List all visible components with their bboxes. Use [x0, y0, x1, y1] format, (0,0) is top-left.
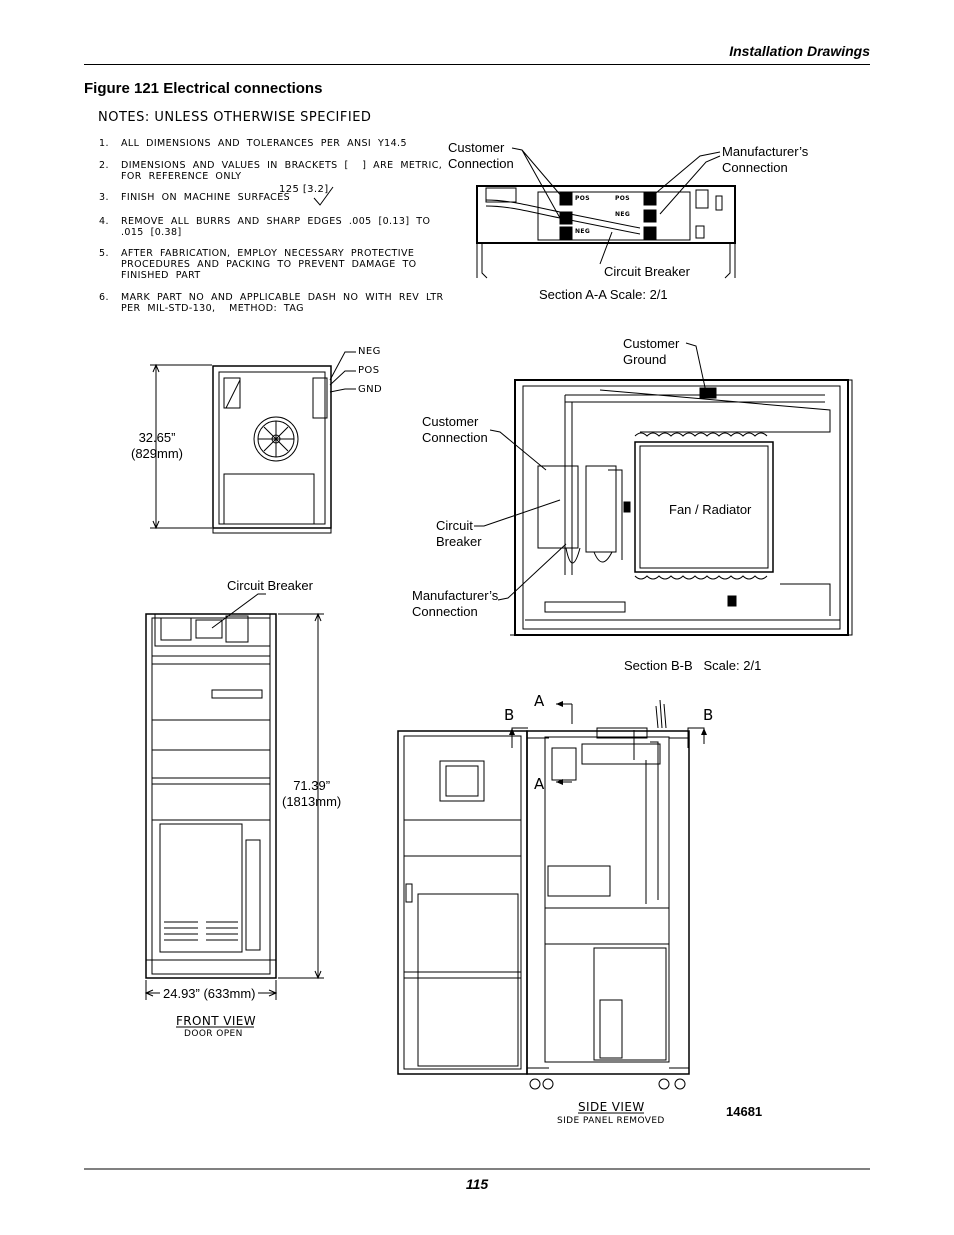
side-view-title: SIDE VIEW	[578, 1100, 645, 1114]
note-4: 4. REMOVE ALL BURRS AND SHARP EDGES .005…	[99, 216, 430, 240]
bb-manufacturer-connection-label: Manufacturer’s Connection	[412, 588, 499, 619]
front-view-subtitle: DOOR OPEN	[184, 1029, 243, 1039]
note-number: 5.	[99, 248, 109, 259]
section-bb-caption: Section B-B Scale: 2/1	[624, 658, 762, 673]
note-number: 1.	[99, 138, 109, 149]
side-view-drawing	[398, 700, 704, 1113]
note-number: 3.	[99, 192, 109, 203]
pos-terminal-label: POS	[358, 365, 380, 376]
section-aa-drawing	[477, 148, 735, 278]
gnd-terminal-label: GND	[358, 384, 383, 395]
note-text: ALL DIMENSIONS AND TOLERANCES PER ANSI Y…	[121, 138, 407, 149]
front-view-drawing	[146, 594, 324, 1027]
note-number: 4.	[99, 216, 109, 227]
top-view-height-dimension: 32.65” (829mm)	[131, 430, 184, 461]
aa-circuit-breaker-label: Circuit Breaker	[604, 264, 690, 279]
note-3: 3. FINISH ON MACHINE SURFACES 125 [3.2]	[99, 184, 419, 204]
fan-radiator-label: Fan / Radiator	[669, 502, 752, 517]
section-marker-a-bottom: A	[534, 775, 545, 793]
section-marker-b-left: B	[504, 706, 515, 724]
note-6: 6. MARK PART NO AND APPLICABLE DASH NO W…	[99, 292, 443, 316]
note-number: 2.	[99, 160, 109, 171]
note-text: FINISH ON MACHINE SURFACES	[121, 192, 291, 203]
note-5: 5. AFTER FABRICATION, EMPLOY NECESSARY P…	[99, 248, 419, 284]
front-circuit-breaker-label: Circuit Breaker	[227, 578, 313, 593]
note-text: MARK PART NO AND APPLICABLE DASH NO WITH…	[121, 292, 444, 314]
bb-customer-ground-label: Customer Ground	[623, 336, 680, 367]
terminal-label: POS	[575, 195, 591, 202]
drawing-number: 14681	[726, 1104, 763, 1119]
aa-manufacturer-connection-label: Manufacturer’s Connection	[722, 144, 809, 175]
note-text: DIMENSIONS AND VALUES IN BRACKETS [ ] AR…	[121, 160, 443, 182]
front-width-dimension: 24.93” (633mm)	[163, 986, 256, 1001]
section-marker-a-top: A	[534, 692, 545, 710]
section-bb-drawing	[474, 343, 852, 635]
bb-circuit-breaker-label: Circuit Breaker	[436, 518, 482, 549]
note-number: 6.	[99, 292, 109, 303]
page-number: 115	[465, 1176, 489, 1192]
notes-title: NOTES: UNLESS OTHERWISE SPECIFIED	[98, 110, 372, 125]
aa-customer-connection-label: Customer Connection	[448, 140, 514, 171]
front-view-title: FRONT VIEW	[176, 1014, 257, 1028]
note-text: REMOVE ALL BURRS AND SHARP EDGES .005 [0…	[121, 216, 431, 238]
note-1: 1. ALL DIMENSIONS AND TOLERANCES PER ANS…	[99, 138, 419, 150]
top-view-drawing	[150, 352, 356, 533]
neg-terminal-label: NEG	[358, 346, 381, 357]
note-2: 2. DIMENSIONS AND VALUES IN BRACKETS [ ]…	[99, 160, 442, 184]
section-marker-b-right: B	[703, 706, 714, 724]
side-view-subtitle: SIDE PANEL REMOVED	[557, 1116, 665, 1126]
surface-finish-symbol: 125 [3.2]	[279, 184, 329, 195]
terminal-label: NEG	[575, 228, 591, 235]
front-height-dimension: 71.39” (1813mm)	[282, 778, 342, 809]
running-header: Installation Drawings	[729, 43, 870, 59]
note-text: AFTER FABRICATION, EMPLOY NECESSARY PROT…	[121, 248, 417, 281]
bb-customer-connection-label: Customer Connection	[422, 414, 488, 445]
section-aa-caption: Section A-A Scale: 2/1	[539, 287, 668, 302]
terminal-label: POS	[615, 195, 631, 202]
terminal-label: NEG	[615, 211, 631, 218]
figure-title: Figure 121 Electrical connections	[84, 80, 323, 97]
header-rule	[84, 64, 870, 65]
